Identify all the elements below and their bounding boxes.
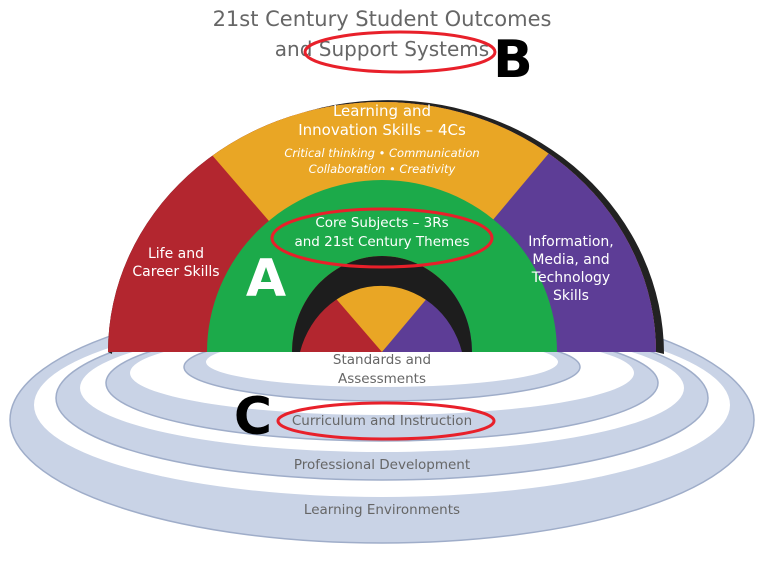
professional-label: Professional Development	[294, 457, 470, 473]
standards-label-2: Assessments	[338, 371, 426, 387]
core-subjects-arch	[207, 180, 557, 352]
environments-label: Learning Environments	[304, 502, 460, 518]
annotation-ellipse-a	[270, 207, 494, 269]
life-line-2: Career Skills	[132, 264, 219, 280]
marker-c: C	[234, 387, 272, 447]
info-line-2: Media, and	[532, 252, 609, 268]
info-line-1: Information,	[528, 234, 614, 250]
core-line-1: Core Subjects – 3Rs	[315, 215, 448, 231]
learning-sub-1: Critical thinking • Communication	[284, 146, 479, 160]
learning-title-1: Learning and	[333, 102, 431, 120]
title-line1: 21st Century Student Outcomes	[213, 7, 552, 31]
learning-sub-2: Collaboration • Creativity	[309, 162, 456, 176]
marker-a: A	[246, 249, 286, 309]
info-line-4: Skills	[553, 288, 589, 304]
core-inner-shadow	[292, 256, 472, 352]
life-line-1: Life and	[148, 246, 204, 262]
annotation-ellipse-c	[276, 401, 496, 441]
marker-b: B	[493, 30, 533, 90]
annotation-ellipse-b	[303, 30, 497, 74]
info-line-3: Technology	[531, 270, 610, 286]
learning-title-2: Innovation Skills – 4Cs	[298, 121, 466, 139]
core-line-2: and 21st Century Themes	[294, 234, 469, 250]
standards-label-1: Standards and	[333, 352, 431, 368]
curriculum-label: Curriculum and Instruction	[292, 413, 472, 429]
